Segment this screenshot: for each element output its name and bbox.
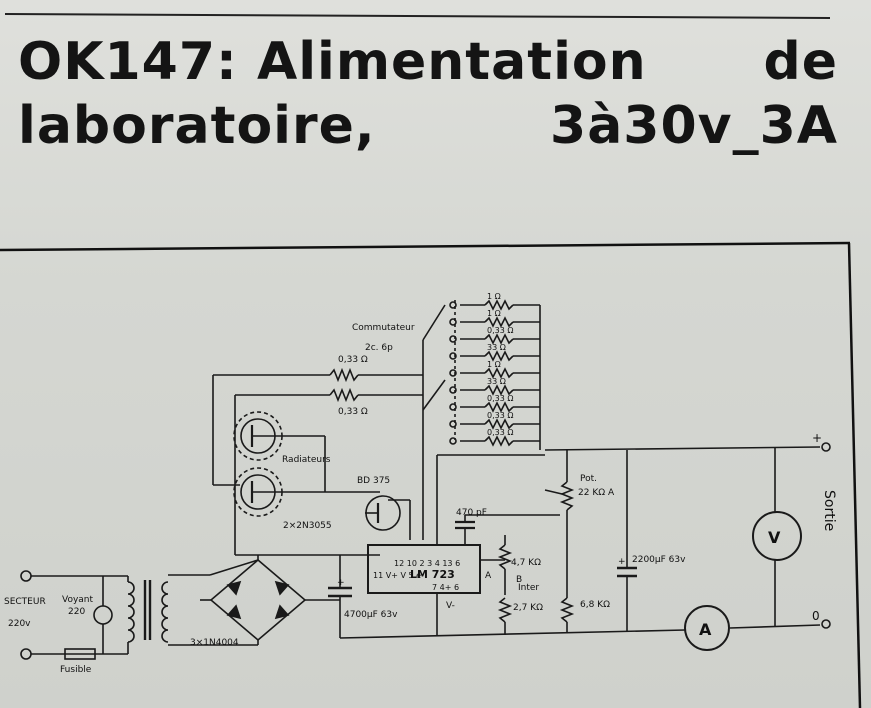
label-470pf: 470 pF (456, 508, 487, 518)
title-line1-b: de (763, 32, 838, 92)
transformer-primary (127, 581, 135, 643)
label-out-plus: + (812, 431, 822, 445)
label-voltmeter: V (768, 528, 781, 547)
ladder-resistor (484, 333, 514, 345)
switch-contact (449, 318, 457, 326)
label-r6k8: 6,8 KΩ (580, 600, 610, 610)
label-voyant: Voyant (62, 595, 94, 605)
label-ic-pins-bot: 7 4+ 6 (432, 583, 459, 592)
ladder-resistor-label: 1 Ω (487, 292, 501, 301)
ic-lm723 (367, 544, 481, 594)
label-secteur: SECTEUR (4, 597, 46, 607)
rail-plus (544, 446, 821, 451)
r-4k7 (497, 544, 513, 570)
rail-zero (339, 629, 686, 639)
label-bridge: 3×1N4004 (190, 638, 239, 648)
label-ic-pins-mid: 11 V+ V 5 e (373, 571, 421, 580)
label-c2200: 2200µF 63v (632, 555, 686, 565)
ladder-resistor (484, 418, 514, 430)
label-bd375: BD 375 (357, 476, 390, 486)
mains-terminal-a (20, 570, 32, 582)
r033-top (329, 367, 359, 383)
label-v-minus: V- (446, 601, 455, 611)
ladder-resistor (484, 384, 514, 396)
switch-contact (449, 403, 457, 411)
label-radiateurs: Radiateurs (282, 455, 331, 465)
label-ic: LM 723 (410, 568, 455, 581)
r-2k7 (497, 597, 513, 623)
label-commutateur: Commutateur (352, 323, 415, 333)
switch-contact (449, 352, 457, 360)
label-c4700: 4700µF 63v (344, 610, 398, 620)
label-inter: Inter (518, 583, 539, 593)
title-line2-a: laboratoire, (18, 96, 376, 156)
pilot-lamp (93, 605, 113, 625)
label-node-b: B (516, 575, 522, 585)
voltmeter (752, 511, 802, 561)
ladder-resistor-label: 0,33 Ω (487, 394, 513, 403)
ladder-resistor-label: 0,33 Ω (487, 411, 513, 420)
page-title: OK147: Alimentation de laboratoire, 3à30v_… (18, 30, 838, 158)
label-commutateur-spec: 2c. 6p (365, 343, 393, 353)
label-r4k7: 4,7 KΩ (511, 558, 541, 568)
ammeter (684, 605, 730, 651)
label-out-zero: 0 (812, 609, 820, 623)
label-pot-value: 22 KΩ A (578, 488, 615, 498)
ladder-resistor-label: 33 Ω (487, 377, 506, 386)
title-line1-a: OK147: Alimentation (18, 32, 647, 92)
label-pot: Pot. (580, 474, 597, 484)
label-secteur-v: 220v (8, 619, 31, 629)
label-r033-top: 0,33 Ω (338, 355, 368, 365)
switch-contact (449, 301, 457, 309)
switch-contact (449, 437, 457, 445)
switch-contact (449, 420, 457, 428)
ladder-resistor (484, 316, 514, 328)
ladder-resistor-label: 33 Ω (487, 343, 506, 352)
label-node-a: A (485, 571, 492, 581)
label-ammeter: A (699, 620, 712, 639)
ladder-resistor (484, 401, 514, 413)
label-r033-bottom: 0,33 Ω (338, 407, 368, 417)
label-plus-c2200: + (618, 557, 626, 567)
label-2n3055: 2×2N3055 (283, 521, 332, 531)
ladder-resistor-label: 0,33 Ω (487, 326, 513, 335)
label-fusible: Fusible (60, 665, 92, 675)
switch-contact (449, 386, 457, 394)
mains-terminal-b (20, 648, 32, 660)
switch-contact (449, 369, 457, 377)
ladder-resistor (484, 299, 514, 311)
fuse (64, 648, 96, 660)
r033-bottom (329, 387, 359, 403)
pot-22k (559, 481, 575, 511)
label-plus: + (337, 578, 345, 588)
ladder-resistor (484, 350, 514, 362)
ladder-resistor (484, 367, 514, 379)
ladder-resistor (484, 435, 514, 447)
bridge-rectifier (209, 558, 307, 642)
title-line2-b: 3à30v_3A (550, 96, 838, 156)
ladder-resistor-label: 1 Ω (487, 309, 501, 318)
switch-contact (449, 335, 457, 343)
label-r2k7: 2,7 KΩ (513, 603, 543, 613)
diagram-frame-right (847, 242, 862, 708)
label-voyant-v: 220 (68, 607, 85, 617)
label-ic-pins-top: 12 10 2 3 4 13 6 (394, 559, 460, 568)
ladder-resistor-label: 0,33 Ω (487, 428, 513, 437)
diagram-frame-top (0, 241, 851, 252)
ladder-resistor-label: 1 Ω (487, 360, 501, 369)
label-sortie: Sortie (821, 490, 837, 531)
